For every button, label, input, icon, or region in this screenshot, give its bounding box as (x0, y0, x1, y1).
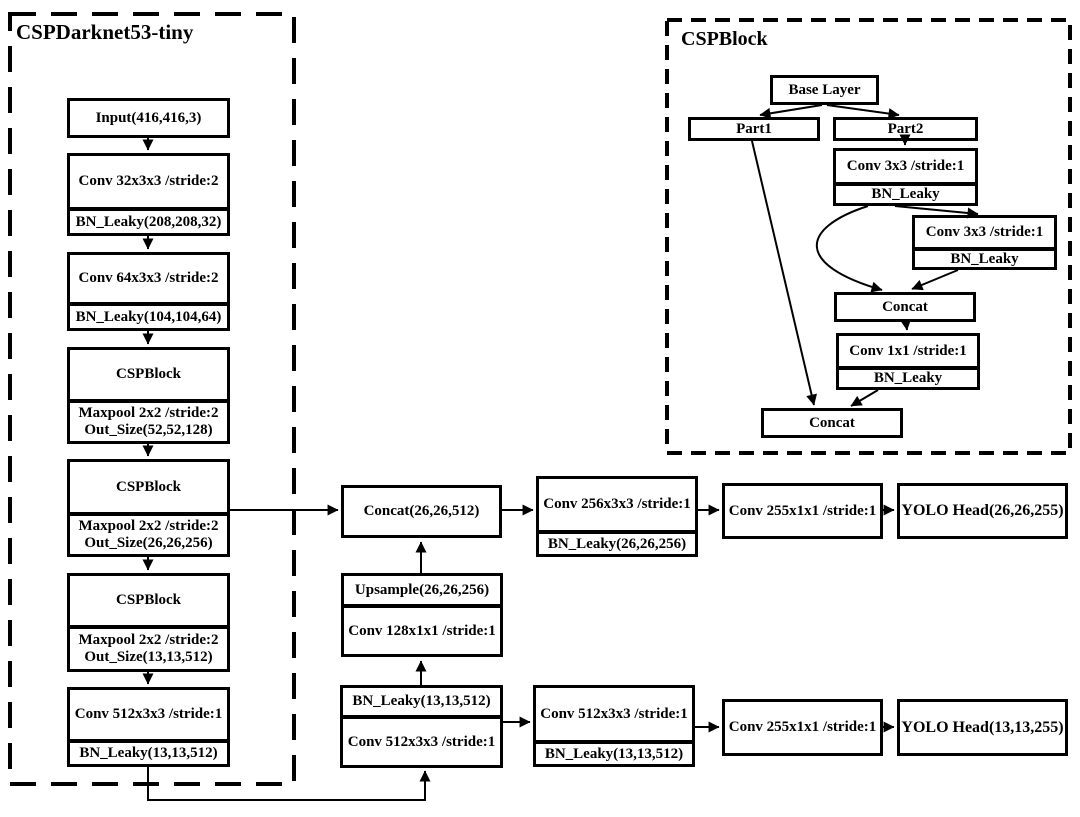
node-head13-conv512: Conv 512x3x3 /stride:1 (540, 705, 688, 722)
node-conv32: Conv 32x3x3 /stride:2 (78, 173, 219, 190)
maxpool2-line1: Maxpool 2x2 /stride:2 (78, 518, 219, 535)
arrow-base-part1 (759, 104, 823, 119)
node-detail-conv-a: Conv 3x3 /stride:1 (846, 158, 965, 175)
node-detail-concat2: Concat (761, 408, 903, 438)
node-bnleaky-208: BN_Leaky(208,208,32) (70, 207, 227, 233)
node-head13-conv-stack: Conv 512x3x3 /stride:1 BN_Leaky(13,13,51… (533, 685, 695, 767)
node-cspblock2-stack: CSPBlock Maxpool 2x2 /stride:2 Out_Size(… (67, 459, 230, 557)
node-mid-bnleaky: BN_Leaky(13,13,512) (352, 693, 491, 710)
node-concat-26: Concat(26,26,512) (341, 485, 502, 538)
arrow-bn13-midconv (147, 767, 431, 801)
maxpool2-line2: Out_Size(26,26,256) (84, 535, 213, 551)
node-detail-bn-c: BN_Leaky (839, 366, 977, 387)
arrow-bnc-concat2 (850, 389, 879, 407)
node-maxpool3: Maxpool 2x2 /stride:2 Out_Size(13,13,512… (70, 625, 227, 669)
node-yolo-head-26: YOLO Head(26,26,255) (897, 483, 1068, 539)
node-conv32-stack: Conv 32x3x3 /stride:2 BN_Leaky(208,208,3… (67, 153, 230, 236)
node-mid-conv512-stack: BN_Leaky(13,13,512) Conv 512x3x3 /stride… (340, 685, 503, 768)
node-part2: Part2 (833, 117, 978, 141)
node-bnleaky-13-backbone: BN_Leaky(13,13,512) (70, 739, 227, 764)
maxpool3-line1: Maxpool 2x2 /stride:2 (78, 632, 219, 649)
node-mid-conv512: Conv 512x3x3 /stride:1 (343, 715, 500, 765)
backbone-title: CSPDarknet53-tiny (16, 20, 194, 44)
maxpool1-line2: Out_Size(52,52,128) (84, 422, 213, 438)
arrow-bnb-concat1 (911, 269, 959, 291)
node-detail-conv-b-stack: Conv 3x3 /stride:1 BN_Leaky (912, 215, 1057, 270)
node-maxpool1: Maxpool 2x2 /stride:2 Out_Size(52,52,128… (70, 399, 227, 441)
node-head26-conv256: Conv 256x3x3 /stride:1 (543, 496, 691, 513)
node-maxpool2: Maxpool 2x2 /stride:2 Out_Size(26,26,256… (70, 512, 227, 554)
node-base-layer: Base Layer (770, 75, 879, 105)
node-conv512-backbone-stack: Conv 512x3x3 /stride:1 BN_Leaky(13,13,51… (67, 687, 230, 767)
node-conv64: Conv 64x3x3 /stride:2 (78, 270, 219, 287)
arrow-base-part2 (826, 104, 900, 120)
node-upsample: Upsample(26,26,256) (354, 581, 490, 598)
maxpool3-line2: Out_Size(13,13,512) (84, 649, 213, 665)
node-detail-conv-b: Conv 3x3 /stride:1 (925, 224, 1044, 241)
node-conv512-backbone: Conv 512x3x3 /stride:1 (74, 706, 223, 723)
node-conv64-stack: Conv 64x3x3 /stride:2 BN_Leaky(104,104,6… (67, 252, 230, 331)
node-input: Input(416,416,3) (67, 98, 230, 138)
node-head13-conv255: Conv 255x1x1 /stride:1 (722, 699, 883, 756)
node-cspblock3: CSPBlock (115, 592, 181, 609)
node-head26-conv-stack: Conv 256x3x3 /stride:1 BN_Leaky(26,26,25… (536, 476, 698, 557)
arrow-concat1-conv1x1 (900, 318, 912, 331)
maxpool1-line1: Maxpool 2x2 /stride:2 (78, 405, 219, 422)
node-cspblock1: CSPBlock (115, 366, 181, 383)
cspblock-detail-title: CSPBlock (681, 28, 768, 50)
node-head13-bnleaky: BN_Leaky(13,13,512) (536, 740, 692, 764)
node-bnleaky-104: BN_Leaky(104,104,64) (70, 302, 227, 328)
node-detail-concat1: Concat (834, 292, 976, 322)
arrow-bna-convb (894, 205, 979, 219)
node-detail-conv-c: Conv 1x1 /stride:1 (849, 342, 967, 359)
node-part1: Part1 (688, 117, 820, 141)
node-upsample-stack: Upsample(26,26,256) Conv 128x1x1 /stride… (341, 573, 503, 657)
node-detail-bn-b: BN_Leaky (915, 247, 1054, 268)
node-detail-conv-a-stack: Conv 3x3 /stride:1 BN_Leaky (833, 148, 978, 206)
node-detail-bn-a: BN_Leaky (836, 182, 975, 203)
arrow-part1-concat2 (751, 140, 817, 406)
arrow-bna-concat1-skip (815, 205, 883, 293)
node-detail-conv-c-stack: Conv 1x1 /stride:1 BN_Leaky (836, 333, 980, 390)
node-yolo-head-13: YOLO Head(13,13,255) (897, 699, 1068, 756)
node-cspblock1-stack: CSPBlock Maxpool 2x2 /stride:2 Out_Size(… (67, 347, 230, 444)
node-head26-bnleaky: BN_Leaky(26,26,256) (539, 530, 695, 554)
node-head26-conv255: Conv 255x1x1 /stride:1 (722, 483, 883, 539)
node-cspblock2: CSPBlock (115, 478, 181, 495)
node-conv128: Conv 128x1x1 /stride:1 (344, 604, 500, 654)
node-cspblock3-stack: CSPBlock Maxpool 2x2 /stride:2 Out_Size(… (67, 573, 230, 672)
